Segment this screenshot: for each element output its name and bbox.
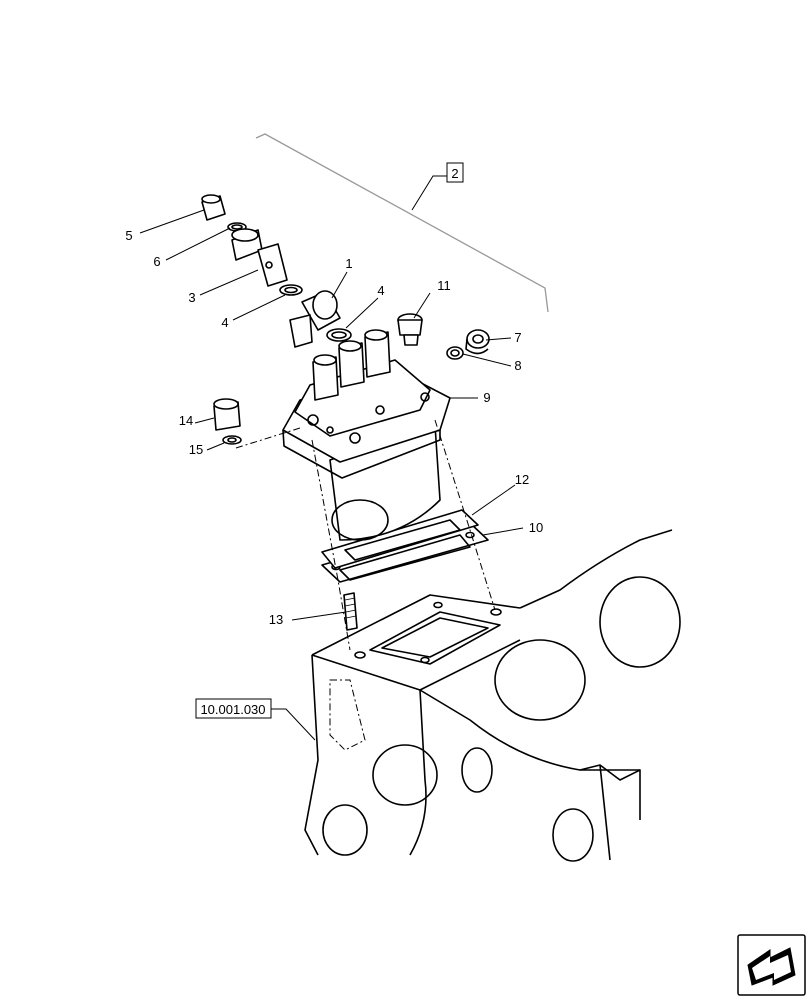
callout-6: 6 [153,254,160,269]
plug-12 [397,313,423,346]
gasket-11 [321,509,479,569]
callout-11: 12 [515,472,529,487]
assembly-leader [411,175,447,211]
banjo-fitting-1 [289,290,341,348]
callout-3: 3 [188,290,195,305]
stud-13 [343,592,358,631]
engine-block [304,529,681,862]
assembly-bracket-line [255,133,549,313]
assembly-line-15 [235,427,301,449]
callout-12: 11 [437,278,451,293]
callout-9: 9 [483,390,490,405]
spacer-14 [213,398,241,431]
washer-15 [222,435,242,445]
assembly-box [446,162,464,183]
assembly-line-left [311,439,351,651]
ring-8 [446,346,464,360]
banjo-bolt-3 [231,228,288,287]
callout-8: 8 [514,358,521,373]
callout-15: 15 [189,442,203,457]
washer-4a [279,284,303,296]
leader-lines [139,209,524,621]
callout-13: 13 [269,612,283,627]
assembly-line-right [434,419,496,611]
callout-4a: 4 [221,315,228,330]
injection-pump-9 [282,329,451,541]
assembly-box-label: 2 [451,166,458,181]
callout-10: 10 [529,520,543,535]
callout-14: 14 [179,413,193,428]
callout-7: 7 [514,330,521,345]
reference-box-label[interactable]: 10.001.030 [200,702,265,717]
reference-leader [271,708,316,741]
washer-4b [326,328,352,342]
bolt-5 [201,194,226,221]
callout-5: 5 [125,228,132,243]
callout-4b: 4 [377,283,384,298]
return-arrow-icon[interactable] [737,934,806,996]
callout-1: 1 [345,256,352,271]
cap-7 [465,329,490,355]
